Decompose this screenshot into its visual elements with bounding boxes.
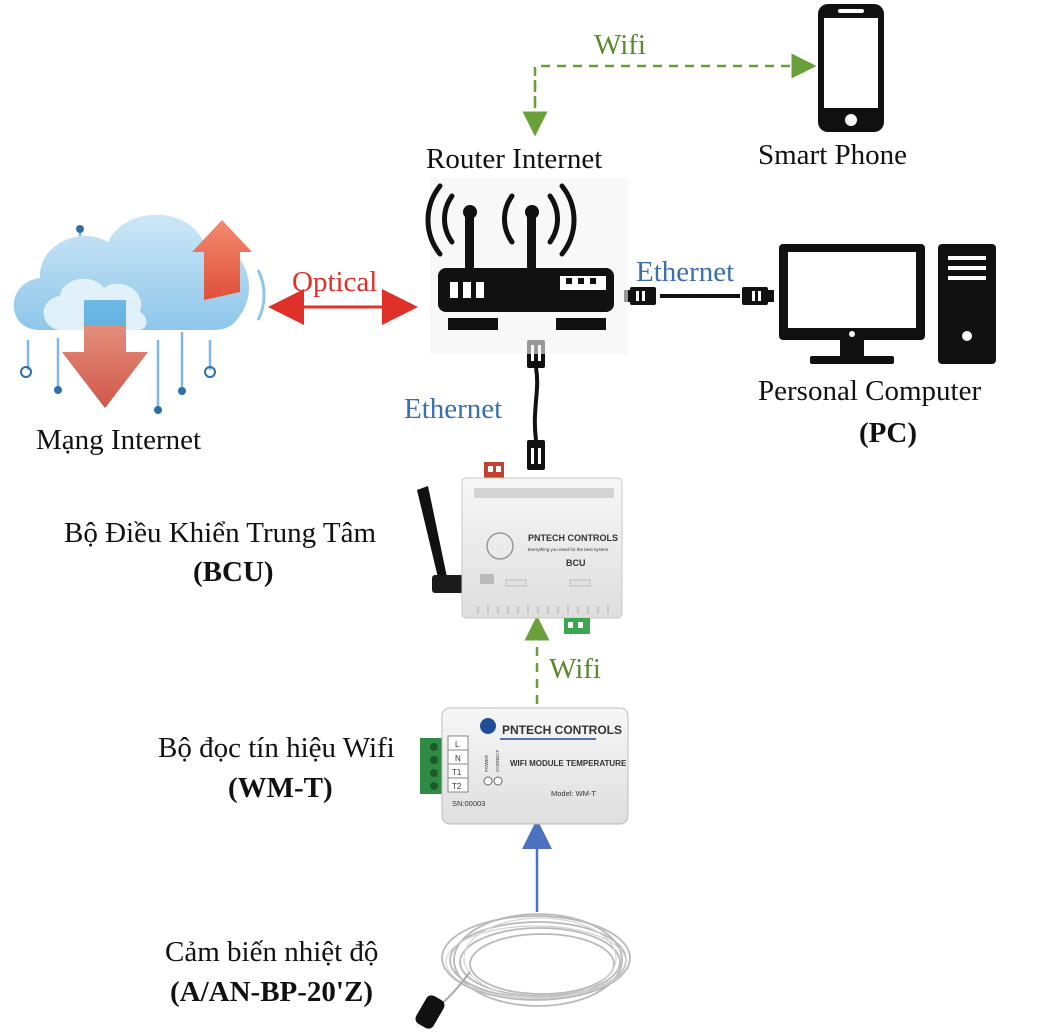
ethernet-label-bcu: Ethernet — [404, 393, 502, 425]
pc-label: Personal Computer — [758, 375, 981, 407]
bcu-brand: PNTECH CONTROLS — [528, 533, 618, 543]
sensor-label: Cảm biến nhiệt độ — [165, 936, 378, 968]
wmt-terminal-1: L — [455, 740, 460, 749]
bcu-label: Bộ Điều Khiển Trung Tâm — [64, 517, 376, 549]
bcu-model: BCU — [566, 558, 586, 568]
temperature-sensor-icon — [415, 913, 631, 1029]
wmt-terminal-4: T2 — [452, 782, 462, 791]
wifi-label-top: Wifi — [594, 29, 646, 61]
pc-sublabel: (PC) — [859, 417, 917, 449]
wmt-led-connect: CONNECT — [495, 749, 500, 772]
wmt-model: Model: WM-T — [551, 789, 596, 798]
bcu-tagline: Everything you need for the best system — [528, 547, 609, 552]
wmt-device: L N T1 T2 PNTECH CONTROLS WIFI MODULE TE… — [420, 707, 629, 825]
wmt-title: WIFI MODULE TEMPERATURE — [510, 759, 627, 768]
cloud-icon — [13, 214, 266, 414]
wmt-terminal-2: N — [455, 754, 461, 763]
wmt-sublabel: (WM-T) — [228, 772, 333, 804]
phone-label: Smart Phone — [758, 139, 907, 171]
bcu-sublabel: (BCU) — [193, 556, 274, 588]
internet-label: Mạng Internet — [36, 424, 201, 456]
router-label: Router Internet — [426, 143, 602, 175]
ethernet-link-router-pc — [624, 287, 774, 305]
ethernet-label-pc: Ethernet — [636, 256, 734, 288]
wmt-led-power: POWER — [484, 754, 489, 772]
router-icon — [425, 178, 628, 354]
sensor-sublabel: (A/AN-BP-20'Z) — [170, 976, 373, 1008]
computer-icon — [779, 244, 996, 364]
wmt-label: Bộ đọc tín hiệu Wifi — [158, 732, 395, 764]
optical-label: Optical — [292, 266, 377, 298]
wifi-label-bottom: Wifi — [549, 653, 601, 685]
wmt-terminal-3: T1 — [452, 768, 462, 777]
smartphone-icon — [818, 4, 884, 132]
wmt-brand: PNTECH CONTROLS — [502, 723, 622, 737]
wifi-link-router-phone — [522, 53, 817, 137]
wmt-serial: SN:00003 — [452, 799, 485, 808]
bcu-device: PNTECH CONTROLS Everything you need for … — [417, 462, 623, 634]
ethernet-link-router-bcu — [527, 340, 545, 470]
